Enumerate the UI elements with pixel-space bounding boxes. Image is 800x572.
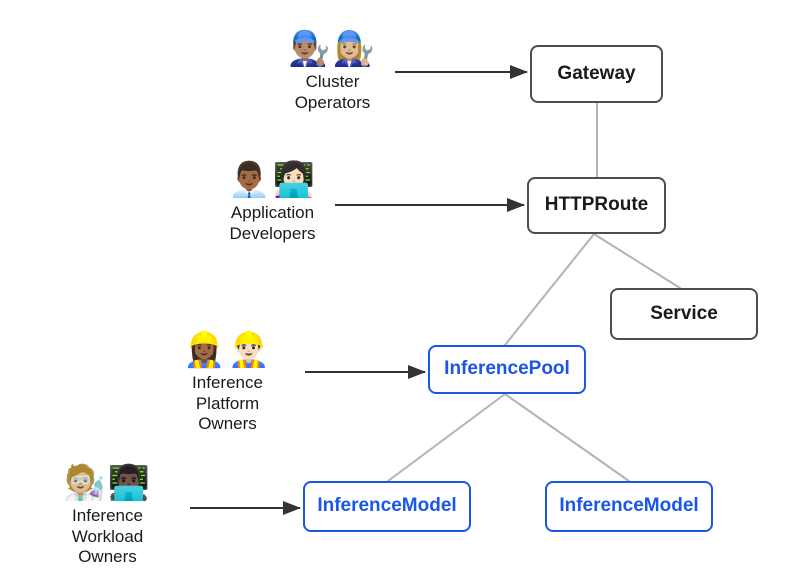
actor-label: Application Developers	[229, 203, 316, 243]
node-label: InferenceModel	[317, 495, 457, 517]
node-label: Service	[650, 302, 718, 324]
node-label: HTTPRoute	[544, 194, 649, 216]
node-httproute[interactable]: HTTPRoute	[527, 177, 666, 234]
edge-httproute-service	[593, 233, 681, 289]
actor-label: Cluster Operators	[294, 72, 371, 112]
edge-httproute-inferencepool	[504, 233, 595, 346]
construction-worker-pair-icon: 👷🏾‍♀️👷🏻‍♂️	[183, 331, 272, 369]
mechanic-pair-icon: 👨🏽‍🔧👩🏼‍🔧	[288, 30, 377, 68]
node-gateway[interactable]: Gateway	[530, 45, 663, 103]
actor-label: Inference Workload Owners	[71, 506, 144, 567]
actor-arrows	[190, 65, 528, 515]
node-label: InferencePool	[444, 358, 570, 380]
scientist-technologist-pair-icon: 🧑🏼‍🔬👨🏿‍💻	[63, 464, 152, 502]
actor-label: Inference Platform Owners	[192, 373, 263, 434]
actor-inference-platform-owners: 👷🏾‍♀️👷🏻‍♂️ Inference Platform Owners	[175, 333, 280, 435]
edge-inferencepool-model1	[387, 393, 506, 482]
node-label: Gateway	[557, 62, 636, 84]
actor-application-developers: 👨🏾‍💼👩🏻‍💻 Application Developers	[215, 163, 330, 244]
edge-inferencepool-model2	[504, 393, 630, 482]
node-service[interactable]: Service	[610, 288, 758, 340]
node-inferencepool[interactable]: InferencePool	[428, 345, 586, 394]
node-label: InferenceModel	[559, 495, 699, 517]
node-inferencemodel2[interactable]: InferenceModel	[545, 481, 713, 532]
actor-cluster-operators: 👨🏽‍🔧👩🏼‍🔧 Cluster Operators	[280, 32, 385, 113]
actor-inference-workload-owners: 🧑🏼‍🔬👨🏿‍💻 Inference Workload Owners	[55, 466, 160, 568]
office-worker-technologist-pair-icon: 👨🏾‍💼👩🏻‍💻	[228, 161, 317, 199]
node-inferencemodel1[interactable]: InferenceModel	[303, 481, 471, 532]
